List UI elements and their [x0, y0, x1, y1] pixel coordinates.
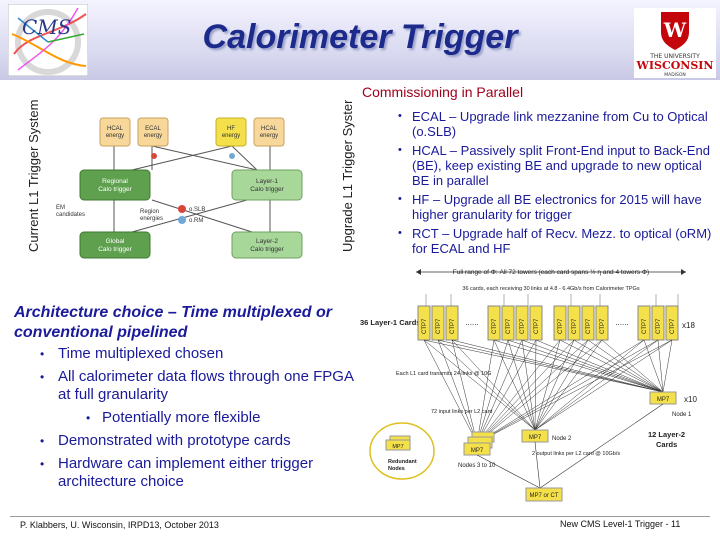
side-label-upgrade: Upgrade L1 Trigger System [340, 100, 355, 252]
oslb-legend-label: o.SLB [189, 207, 205, 213]
svg-text:MP7: MP7 [392, 444, 403, 450]
svg-text:MP7: MP7 [529, 435, 542, 441]
hcal-energy-box [99, 117, 131, 147]
uw-logo: W THE UNIVERSITY WISCONSIN MADISON [634, 8, 716, 78]
tm-output-label: 2 output links per L2 card @ 10Gb/s [532, 451, 620, 457]
tm-transmit-label: Each L1 card transmits 24 links @ 10G [396, 371, 491, 377]
header-band [0, 0, 720, 80]
ctp7-card-label: CTP7 [450, 318, 456, 334]
architecture-heading: Architecture choice – Time multiplexed o… [14, 304, 333, 341]
footer-author: P. Klabbers, U. Wisconsin, IRPD13, Octob… [20, 520, 219, 530]
arch-bullet-3: Potentially more flexible [36, 409, 356, 427]
tm-layer1-label: 36 Layer-1 Cards [360, 318, 420, 327]
ctp7-card-label: CTP7 [572, 318, 578, 334]
final-trigger-label: MP7 or CT [529, 493, 558, 499]
architecture-bullet-list: Time multiplexed chosen All calorimeter … [36, 345, 356, 496]
tm-links-label: 36 cards, each receiving 30 links at 4.8… [462, 286, 639, 292]
side-label-upgrade-text: Upgrade L1 Trigger System [340, 100, 355, 252]
uw-logo-line-2: WISCONSIN [636, 59, 714, 72]
final-trigger-box [525, 487, 563, 502]
ctp7-card-label: CTP7 [520, 318, 526, 334]
ctp7-card-label: CTP7 [600, 318, 606, 334]
time-multiplexed-diagram: Full range of Φ: All 72 towers (each car… [360, 268, 697, 502]
ctp7-card-label: CTP7 [642, 318, 648, 334]
hcal-energy-2-box [253, 117, 285, 147]
layer2-calo-trigger-box [231, 231, 303, 259]
ctp7-card-label: CTP7 [506, 318, 512, 334]
regional-calo-trigger-box [79, 169, 151, 201]
uw-logo-line-1: THE UNIVERSITY [649, 53, 700, 60]
tm-top-label: Full range of Φ: All 72 towers (each car… [453, 268, 649, 276]
tm-x10-label: x10 [684, 395, 697, 404]
arch-bullet-1: Time multiplexed chosen [36, 345, 356, 363]
orm-legend-label: o.RM [189, 218, 203, 224]
ecal-energy-box [137, 117, 169, 147]
tm-node1-label: Node 1 [672, 412, 692, 418]
right-bullet-ecal: ECAL – Upgrade link mezzanine from Cu to… [394, 109, 714, 139]
hf-energy-box [215, 117, 247, 147]
arch-bullet-5: Hardware can implement either trigger ar… [36, 455, 356, 491]
ctp7-card-label: CTP7 [422, 318, 428, 334]
cms-logo: CMS [8, 4, 88, 76]
svg-text:W: W [663, 18, 687, 42]
slide-title: Calorimeter Trigger [202, 18, 518, 56]
ctp7-ellipsis: ...... [615, 318, 628, 327]
redundant-nodes-ellipse [369, 422, 435, 480]
arch-bullet-4: Demonstrated with prototype cards [36, 432, 356, 450]
right-bullet-hf: HF – Upgrade all BE electronics for 2015… [394, 192, 714, 222]
tm-x18-label: x18 [682, 321, 695, 330]
ctp7-card-label: CTP7 [558, 318, 564, 334]
svg-text:MP7: MP7 [471, 448, 484, 454]
ctp7-card-label: CTP7 [534, 318, 540, 334]
footer-page: New CMS Level-1 Trigger - 11 [560, 519, 681, 529]
tm-node2-label: Node 2 [552, 436, 572, 442]
ctp7-ellipsis: ...... [465, 318, 478, 327]
side-label-current: Current L1 Trigger System [26, 100, 41, 252]
tm-node3-label: Nodes 3 to 10 [458, 463, 496, 469]
ctp7-card-label: CTP7 [656, 318, 662, 334]
arch-bullet-2: All calorimeter data flows through one F… [36, 368, 356, 404]
layer1-calo-trigger-box [231, 169, 303, 201]
uw-logo-line-3: MADISON [664, 72, 686, 78]
ctp7-card-label: CTP7 [670, 318, 676, 334]
ctp7-card-label: CTP7 [586, 318, 592, 334]
ctp7-card-label: CTP7 [492, 318, 498, 334]
mp7-node1-label: MP7 [657, 397, 670, 403]
right-bullet-list: ECAL – Upgrade link mezzanine from Cu to… [394, 109, 714, 260]
right-bullet-hcal: HCAL – Passively split Front-End input t… [394, 143, 714, 188]
ctp7-card-group: CTP7 CTP7 CTP7 CTP7 CTP7 CTP7 CTP7 CTP7 CTP7 CTP7… [417, 305, 679, 341]
oslb-legend-marker [178, 205, 186, 213]
slide-subtitle: Commissioning in Parallel [362, 84, 524, 100]
ctp7-card-label: CTP7 [436, 318, 442, 334]
global-calo-trigger-box [79, 231, 151, 259]
tm-inputs-label: 72 input links per L2 card [431, 409, 492, 415]
side-label-current-text: Current L1 Trigger System [26, 100, 41, 252]
cms-logo-text: CMS [22, 15, 71, 39]
footer-divider [10, 516, 710, 517]
right-bullet-rct: RCT – Upgrade half of Recv. Mezz. to opt… [394, 226, 714, 256]
orm-legend-marker [178, 216, 186, 224]
